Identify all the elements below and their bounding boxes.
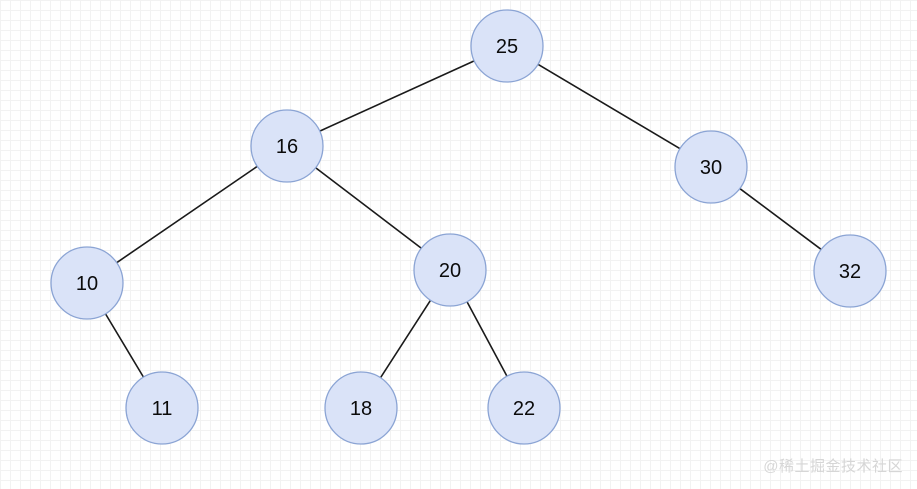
- node-circle[interactable]: [250, 109, 324, 183]
- node-circle[interactable]: [470, 9, 544, 83]
- tree-node[interactable]: 11: [125, 371, 199, 445]
- tree-node[interactable]: 25: [470, 9, 544, 83]
- node-label: 22: [513, 398, 535, 420]
- node-circle[interactable]: [125, 371, 199, 445]
- edge-layer: [104, 60, 822, 379]
- node-label: 20: [439, 260, 461, 282]
- node-label: 10: [76, 273, 98, 295]
- tree-edge: [537, 63, 681, 150]
- node-label: 32: [839, 261, 861, 283]
- tree-edge: [115, 165, 259, 264]
- node-label: 11: [152, 398, 173, 420]
- node-layer: 25 16 30 10 20 32 11 18 22: [50, 9, 887, 445]
- tree-edge: [739, 187, 822, 251]
- node-circle[interactable]: [813, 234, 887, 308]
- tree-edge: [466, 300, 508, 378]
- tree-node[interactable]: 22: [487, 371, 561, 445]
- node-circle[interactable]: [674, 130, 748, 204]
- tree-node[interactable]: 32: [813, 234, 887, 308]
- node-circle[interactable]: [413, 233, 487, 307]
- tree-node[interactable]: 10: [50, 246, 124, 320]
- node-label: 30: [700, 157, 722, 179]
- node-label: 25: [496, 36, 518, 58]
- node-circle[interactable]: [324, 371, 398, 445]
- node-label: 18: [350, 398, 372, 420]
- tree-node[interactable]: 20: [413, 233, 487, 307]
- tree-edge: [379, 299, 432, 379]
- tree-edge: [104, 313, 145, 378]
- tree-node[interactable]: 30: [674, 130, 748, 204]
- node-circle[interactable]: [50, 246, 124, 320]
- tree-node[interactable]: 16: [250, 109, 324, 183]
- tree-edge: [314, 166, 423, 250]
- watermark-text: @稀土掘金技术社区: [763, 458, 903, 475]
- node-circle[interactable]: [487, 371, 561, 445]
- tree-edge: [318, 60, 476, 132]
- node-label: 16: [276, 136, 298, 158]
- tree-node[interactable]: 18: [324, 371, 398, 445]
